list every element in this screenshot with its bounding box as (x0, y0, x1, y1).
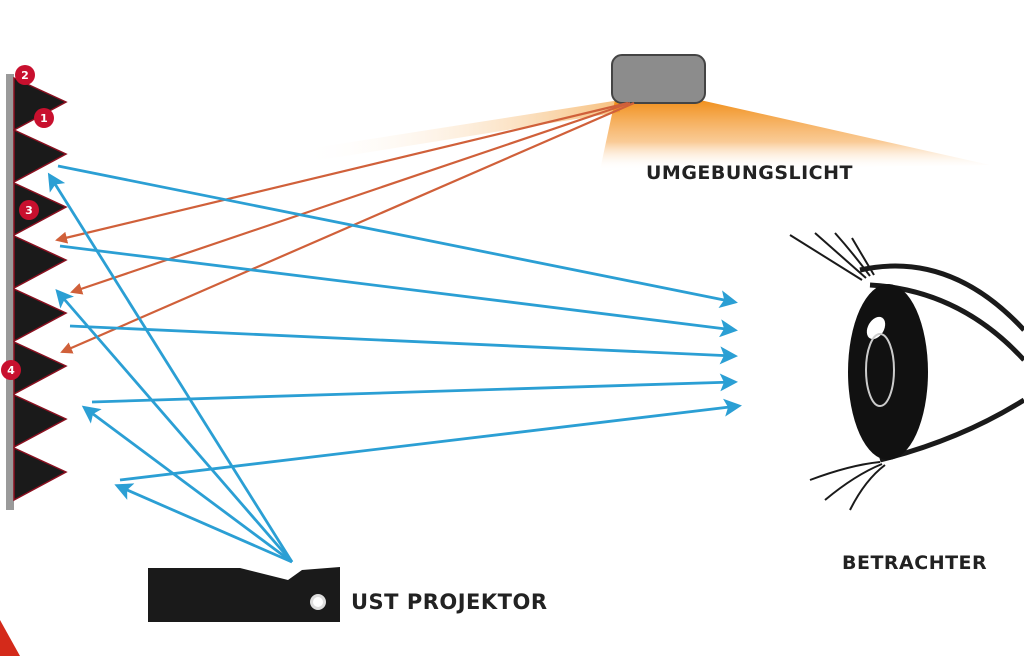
screen-tooth (13, 128, 68, 184)
screen-tooth (13, 181, 68, 237)
screen-tooth (13, 393, 68, 449)
marker-4: 4 (1, 360, 21, 380)
ambient-ray (60, 101, 635, 354)
ambient-light-label: UMGEBUNGSLICHT (646, 162, 853, 184)
screen-tooth (13, 446, 68, 502)
viewer-label: BETRACHTER (842, 552, 988, 574)
projector-rays (47, 164, 742, 564)
projector-label: UST PROJEKTOR (351, 590, 548, 614)
ambient-ray (70, 101, 631, 295)
ambient-lamp-icon (611, 54, 706, 104)
projector-ray-incoming (55, 288, 294, 563)
projector-ray-reflected (57, 164, 738, 309)
projector-ray-reflected (119, 398, 742, 482)
projector-ray-reflected (69, 324, 738, 365)
ambient-ray (55, 101, 629, 244)
screen-tooth (13, 340, 68, 396)
projector-ray-reflected (91, 373, 738, 404)
ambient-light-glow (300, 100, 990, 170)
screen-teeth (13, 76, 68, 502)
projector-ray-incoming (114, 483, 293, 564)
svg-text:3: 3 (25, 204, 33, 217)
screen-backing (6, 74, 14, 510)
projector-ray-incoming (81, 405, 293, 564)
svg-text:1: 1 (40, 112, 48, 125)
marker-3: 3 (19, 200, 39, 220)
svg-text:4: 4 (7, 364, 15, 377)
projector-ray-reflected (59, 244, 738, 338)
marker-1: 1 (34, 108, 54, 128)
projector-ray-incoming (47, 172, 294, 563)
screen-tooth (13, 234, 68, 290)
eye-icon (789, 232, 1024, 511)
svg-text:2: 2 (21, 69, 29, 82)
red-corner-shape (0, 620, 20, 656)
marker-2: 2 (15, 65, 35, 85)
ust-projector-icon (148, 567, 340, 622)
ambient-rays (55, 101, 635, 354)
screen-tooth (13, 287, 68, 343)
